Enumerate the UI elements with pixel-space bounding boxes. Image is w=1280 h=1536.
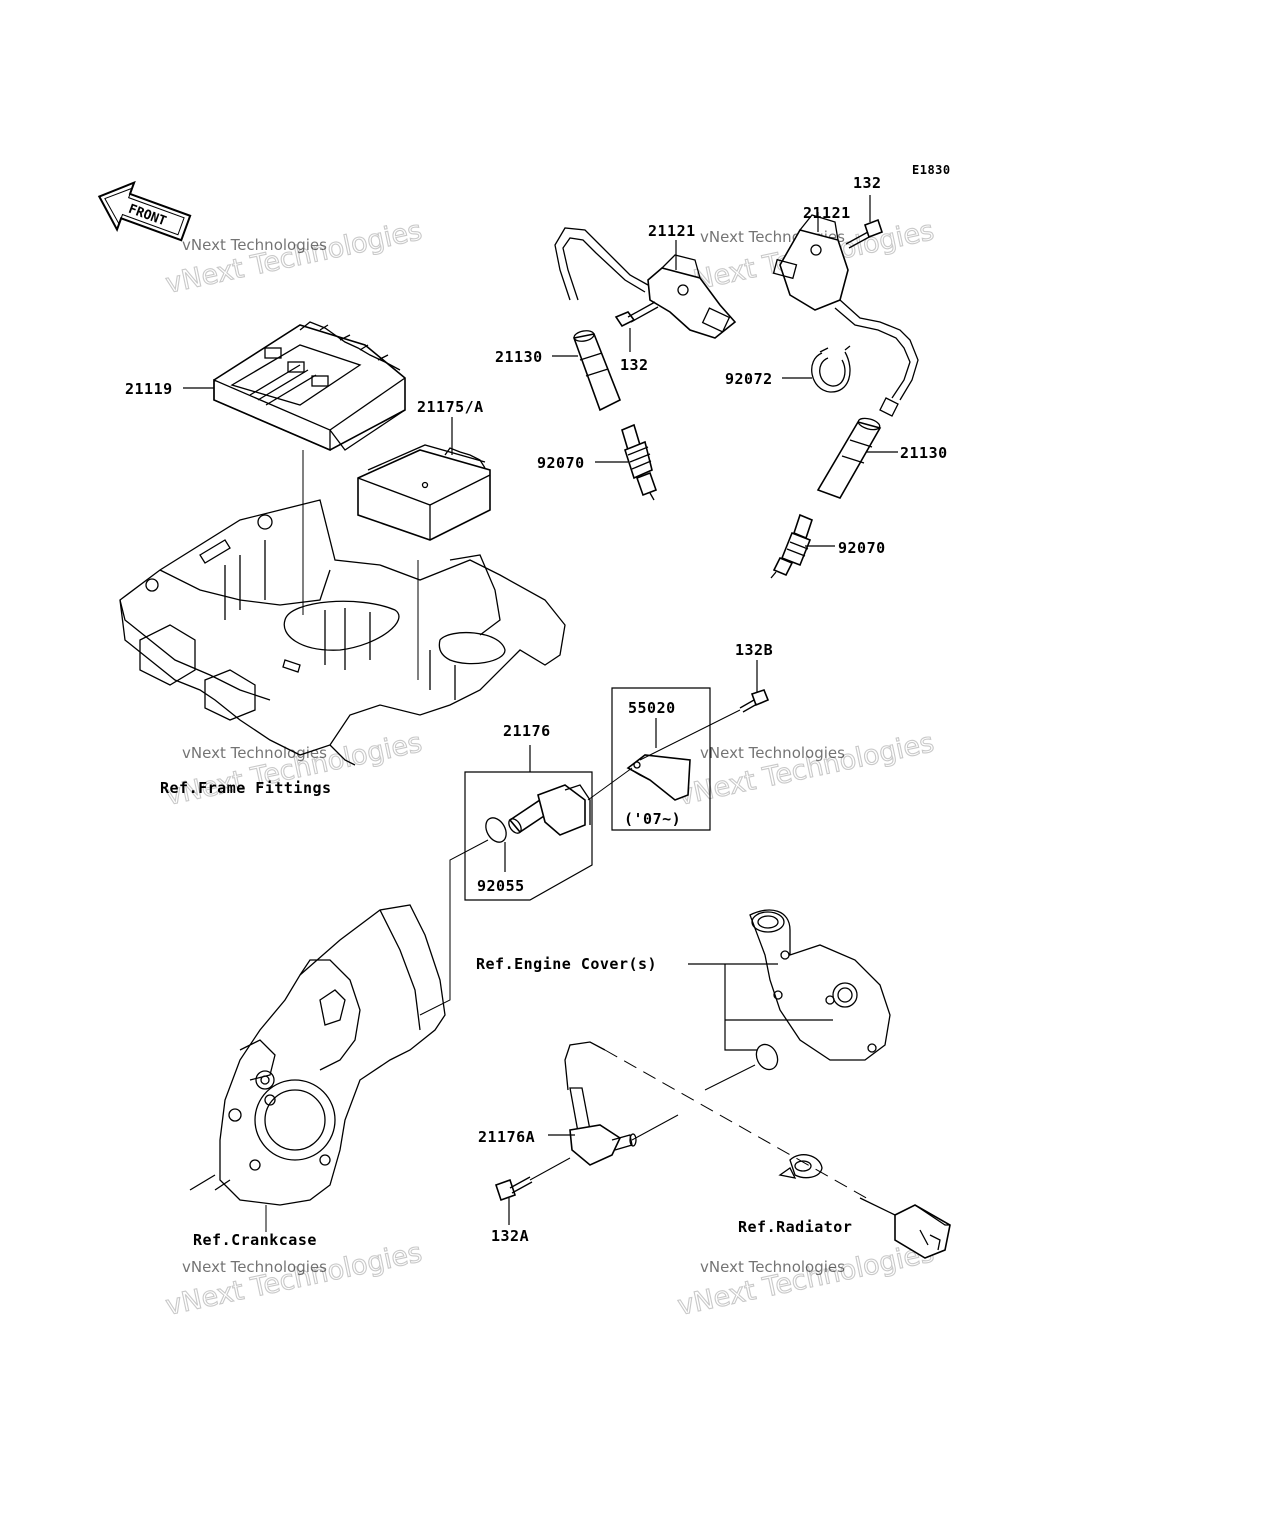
watermark: vNext Technologies vNext Technologies bbox=[162, 215, 425, 301]
bolt-132a bbox=[494, 1176, 533, 1202]
watermark: vNext Technologies vNext Technologies bbox=[674, 1237, 937, 1323]
spark-plug-right bbox=[770, 513, 813, 579]
engine-cover-part bbox=[749, 909, 891, 1061]
crankcase-part bbox=[189, 904, 446, 1206]
label-55020: 55020 bbox=[628, 699, 676, 717]
wire-clip bbox=[778, 1154, 823, 1179]
watermark-small: vNext Technologies bbox=[182, 744, 327, 762]
label-21176a: 21176A bbox=[478, 1128, 535, 1146]
bolt-132-top bbox=[845, 218, 884, 249]
ecu-part bbox=[213, 321, 406, 451]
watermark-small: vNext Technologies bbox=[182, 236, 327, 254]
watermark-large: vNext Technologies bbox=[163, 1237, 425, 1322]
connector-part bbox=[894, 1204, 951, 1259]
ref-engine-leader bbox=[688, 963, 833, 1051]
label-21119: 21119 bbox=[125, 380, 173, 398]
watermark: vNext Technologies vNext Technologies bbox=[674, 727, 937, 813]
watermark-small: vNext Technologies bbox=[182, 1258, 327, 1276]
dashed-leader bbox=[604, 1049, 871, 1201]
bolt-132-left bbox=[614, 301, 659, 328]
o-ring-92055 bbox=[485, 817, 507, 843]
label-21130-right: 21130 bbox=[900, 444, 948, 462]
label-21121-right: 21121 bbox=[803, 204, 851, 222]
ref-frame-fittings: Ref.Frame Fittings bbox=[160, 779, 332, 797]
label-07: ('07~) bbox=[624, 810, 681, 828]
lead-wire bbox=[859, 1197, 896, 1216]
bracket-55020 bbox=[626, 754, 691, 801]
label-21121-left: 21121 bbox=[648, 222, 696, 240]
watermark-large: vNext Technologies bbox=[675, 727, 937, 812]
label-92055: 92055 bbox=[477, 877, 525, 895]
watermark-large: vNext Technologies bbox=[163, 215, 425, 300]
watermark: vNext Technologies vNext Technologies bbox=[162, 1237, 425, 1323]
sensor-21176a bbox=[569, 1087, 637, 1166]
label-21130-left: 21130 bbox=[495, 348, 543, 366]
watermark-small: vNext Technologies bbox=[700, 744, 845, 762]
relay-part bbox=[357, 444, 491, 541]
ignition-coil-left bbox=[554, 227, 737, 339]
sensor-callout-box bbox=[464, 745, 593, 901]
plug-cap-left bbox=[572, 330, 622, 412]
ref-radiator: Ref.Radiator bbox=[738, 1218, 852, 1236]
label-132a: 132A bbox=[491, 1227, 529, 1245]
label-21176: 21176 bbox=[503, 722, 551, 740]
spark-plug-left bbox=[621, 423, 658, 501]
label-92070-right: 92070 bbox=[838, 539, 886, 557]
sensor-21176 bbox=[508, 784, 591, 836]
watermark-large: vNext Technologies bbox=[163, 727, 425, 812]
frame-tray-part bbox=[119, 499, 566, 766]
label-92070-left: 92070 bbox=[537, 454, 585, 472]
label-21175a: 21175/A bbox=[417, 398, 484, 416]
front-arrow-icon: FRONT bbox=[97, 180, 192, 242]
watermark: vNext Technologies vNext Technologies bbox=[162, 727, 425, 813]
ignition-coil-right bbox=[772, 214, 919, 417]
watermark-small: vNext Technologies bbox=[700, 1258, 845, 1276]
label-132-top: 132 bbox=[853, 174, 882, 192]
plug-cap-right bbox=[816, 417, 882, 499]
clamp-92072 bbox=[811, 345, 851, 393]
o-ring-cover bbox=[755, 1043, 779, 1071]
sensor-wire bbox=[564, 1041, 606, 1091]
ref-engine-cover: Ref.Engine Cover(s) bbox=[476, 955, 657, 973]
diagram-code: E1830 bbox=[912, 163, 951, 177]
label-92072: 92072 bbox=[725, 370, 773, 388]
label-132b: 132B bbox=[735, 641, 773, 659]
label-132-left: 132 bbox=[620, 356, 649, 374]
bolt-132b bbox=[739, 689, 770, 713]
watermark-large: vNext Technologies bbox=[675, 1237, 937, 1322]
ref-crankcase: Ref.Crankcase bbox=[193, 1231, 317, 1249]
